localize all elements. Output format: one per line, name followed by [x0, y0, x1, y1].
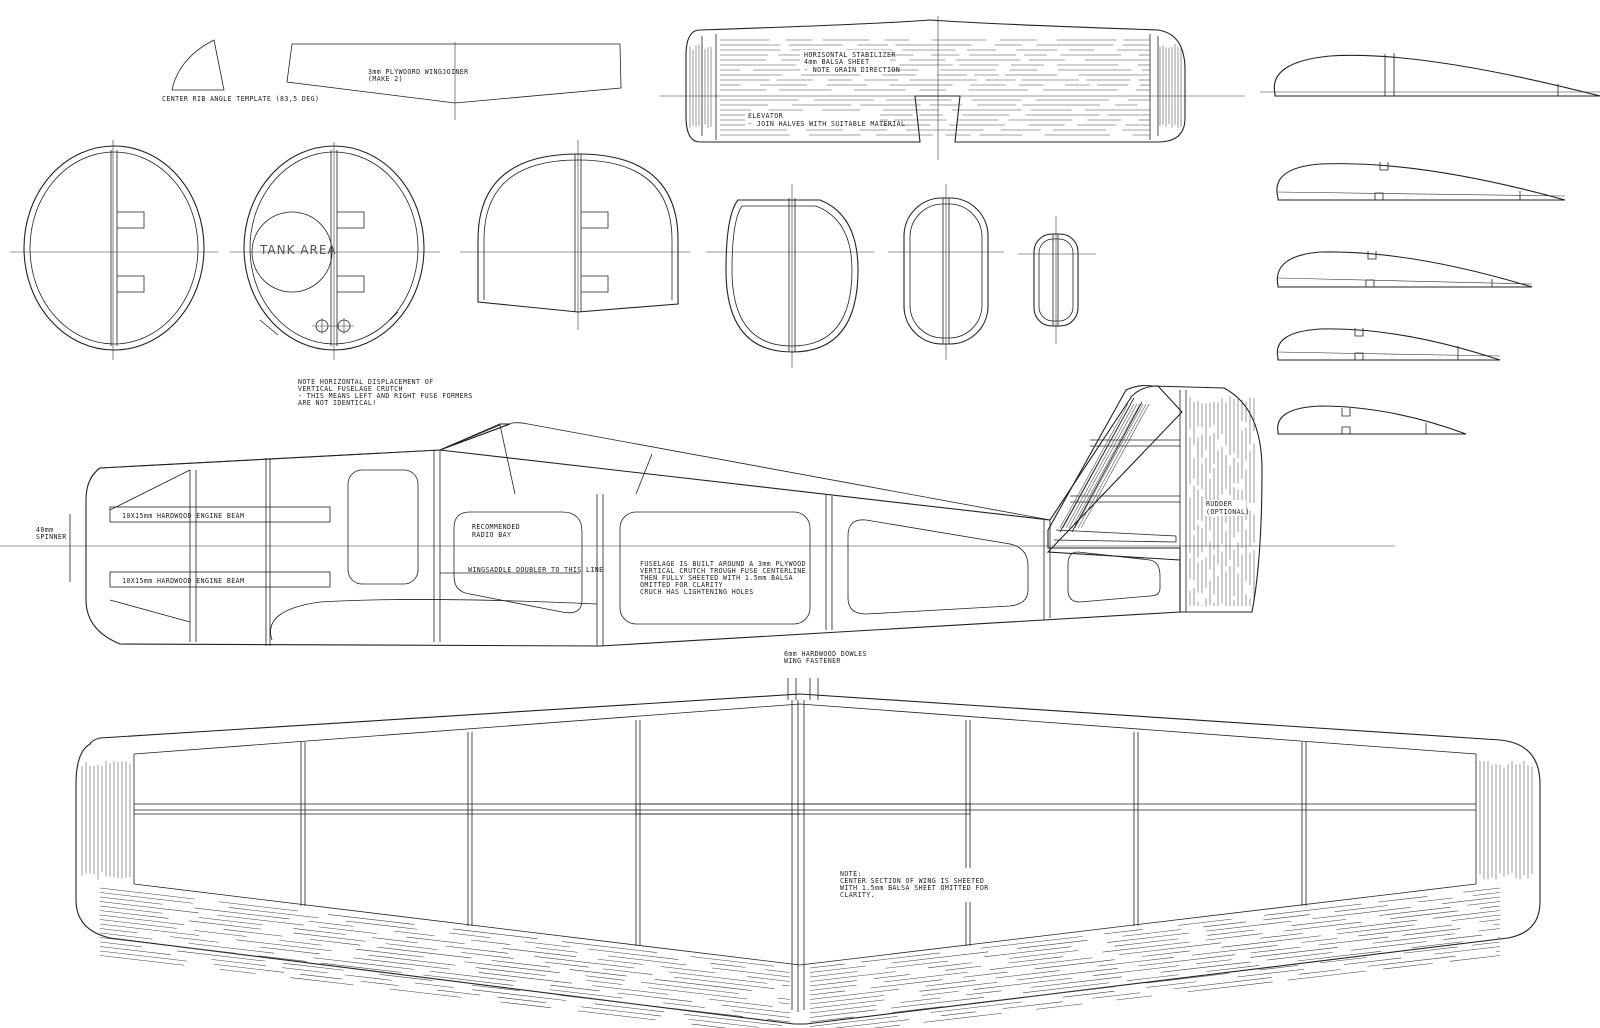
fuselage-note-3: THEN FULLY SHEETED WITH 1.5mm BALSA [640, 574, 793, 582]
former-5 [888, 184, 1004, 360]
dowels-label-1: 6mm HARDWOOD DOWLES [784, 650, 867, 658]
fuselage-note-2: VERTICAL CRUTCH TROUGH FUSE CENTERLINE [640, 567, 806, 575]
elevator-label-1: ELEVATOR [748, 112, 783, 120]
hstab-label-2: 4mm BALSA SHEET [804, 58, 870, 66]
radio-bay-label-1: RECOMMENDED [472, 523, 520, 531]
wingsaddle-label: WINGSADDLE DOUBLER TO THIS LINE [468, 566, 603, 574]
wing-rib-3 [1276, 251, 1533, 288]
wing-rib-5 [1277, 405, 1467, 435]
wing-rib-1 [1260, 53, 1600, 97]
wing-rib-4 [1276, 328, 1501, 361]
fuselage-note-4: OMITTED FOR CLARITY [640, 581, 723, 589]
elevator-label-2: - JOIN HALVES WITH SUITABLE MATERIAL [748, 120, 905, 128]
fuselage-note-1: FUSELAGE IS BUILT AROUND A 3mm PLYWOOD [640, 560, 806, 568]
wingjoiner-label-2: (MAKE 2) [368, 75, 403, 83]
wingjoiner: 3mm PLYWOORD WINGJOINER (MAKE 2) [286, 42, 622, 120]
fin-and-rudder: RUDDER (OPTIONAL) [1047, 384, 1263, 613]
wing-note-3: WITH 1.5mm BALSA SHEET OMITTED FOR [840, 884, 989, 892]
crutch-note-1: NOTE HORIZONTAL DISPLACEMENT OF [298, 378, 433, 386]
center-rib-label: CENTER RIB ANGLE TEMPLATE (83,5 DEG) [162, 95, 319, 103]
fin-grain-lines [1059, 396, 1255, 606]
former-3 [460, 140, 690, 330]
former-1 [10, 140, 218, 360]
wing-planform: 6mm HARDWOOD DOWLES WING FASTENER NOTE: … [75, 650, 1541, 1028]
fuselage-side-view: 10X15mm HARDWOOD ENGINE BEAM 10X15mm HAR… [0, 385, 1395, 647]
rudder-label-2: (OPTIONAL) [1206, 508, 1250, 516]
horizontal-stabilizer: HORISONTAL STABILIZER 4mm BALSA SHEET - … [660, 16, 1245, 160]
hstab-label-3: - NOTE GRAIN DIRECTION [804, 66, 900, 74]
wing-rib-2 [1276, 162, 1566, 201]
wing-grain-lines [81, 760, 1533, 1028]
wing-note-2: CENTER SECTION OF WING IS SHEETED [840, 877, 984, 885]
rudder-label-1: RUDDER [1206, 500, 1232, 508]
wing-note-1: NOTE: [840, 870, 862, 878]
crutch-note-2: VERTICAL FUSELAGE CRUTCH [298, 385, 403, 393]
crutch-note: NOTE HORIZONTAL DISPLACEMENT OF VERTICAL… [298, 378, 473, 407]
wingjoiner-label-1: 3mm PLYWOORD WINGJOINER [368, 68, 469, 76]
tank-area-label: TANK AREA [259, 243, 337, 257]
hstab-label-1: HORISONTAL STABILIZER [804, 51, 896, 59]
fuselage-note-5: CRUCH HAS LIGHTENING HOLES [640, 588, 754, 596]
radio-bay-label-2: RADIO BAY [472, 531, 511, 539]
engine-beam-bottom-label: 10X15mm HARDWOOD ENGINE BEAM [122, 577, 244, 585]
wing-note-4: CLARITY. [840, 891, 875, 899]
crutch-note-3: - THIS MEANS LEFT AND RIGHT FUSE FORMERS [298, 392, 473, 400]
spinner-label-1: 40mm [36, 526, 53, 534]
former-2: TANK AREA [230, 142, 440, 360]
spinner-label-2: SPINNER [36, 533, 67, 541]
former-4 [706, 184, 874, 368]
crutch-note-4: ARE NOT IDENTICAL! [298, 399, 377, 407]
former-6 [1018, 216, 1096, 344]
center-rib-template: CENTER RIB ANGLE TEMPLATE (83,5 DEG) [162, 39, 319, 103]
engine-beam-top-label: 10X15mm HARDWOOD ENGINE BEAM [122, 512, 244, 520]
dowels-label-2: WING FASTENER [784, 657, 841, 665]
wing-ribs [1260, 53, 1600, 435]
